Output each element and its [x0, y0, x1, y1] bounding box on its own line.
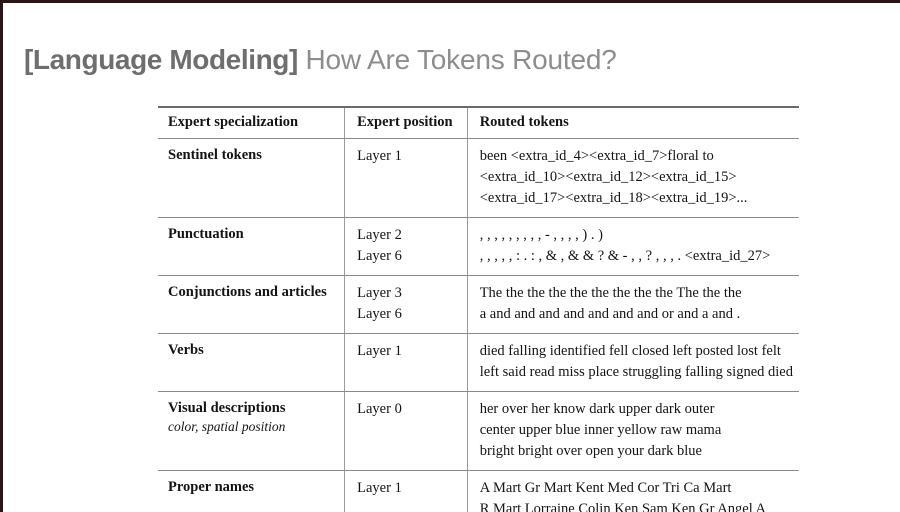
expert-position-line: Layer 1 — [357, 343, 402, 359]
routed-tokens-line: bright bright over open your dark blue — [479, 443, 702, 459]
routed-tokens-line: a and and and and and and and or and a a… — [479, 306, 741, 322]
routed-tokens-line: <extra_id_17><extra_id_18><extra_id_19>.… — [479, 190, 748, 206]
routed-tokens-line: left said read miss place struggling fal… — [479, 364, 793, 380]
routed-tokens-line: her over her know dark upper dark outer — [479, 401, 715, 417]
specialization-title: Verbs — [168, 342, 204, 358]
cell-routed-tokens: , , , , , , , , , - , , , , ) . ) , , , ,… — [466, 218, 799, 275]
horizontal-rule — [158, 275, 799, 276]
table-rule-top — [158, 106, 799, 108]
rule-cell — [158, 217, 799, 218]
table-row: Conjunctions and articles Layer 3 Layer 6 T… — [158, 276, 799, 333]
specialization-title: Sentinel tokens — [168, 147, 262, 163]
column-header-position: Expert position — [344, 108, 468, 138]
expert-position-line: Layer 6 — [357, 248, 402, 264]
cell-expert-position: Layer 2 Layer 6 — [344, 218, 468, 275]
table-rule-row — [158, 217, 799, 218]
expert-position-line: Layer 2 — [357, 227, 402, 243]
cell-expert-specialization: Visual descriptions color, spatial positi… — [158, 392, 345, 470]
routed-tokens-line: <extra_id_10><extra_id_12><extra_id_15> — [479, 169, 737, 185]
title-rest-text: How Are Tokens Routed? — [297, 44, 617, 75]
cell-expert-specialization: Verbs — [158, 334, 345, 391]
routed-tokens-table: Expert specialization Expert position Ro… — [158, 106, 799, 512]
table-rule-row — [158, 470, 799, 471]
routed-tokens-line: R Mart Lorraine Colin Ken Sam Ken Gr Ang… — [479, 501, 767, 512]
table-body: Expert specialization Expert position Ro… — [158, 106, 799, 512]
horizontal-rule — [158, 217, 799, 218]
table-row: Visual descriptions color, spatial positi… — [158, 392, 799, 470]
rule-cell — [158, 275, 799, 276]
expert-position-line: Layer 6 — [357, 306, 402, 322]
specialization-title: Proper names — [168, 479, 255, 495]
routed-tokens-line: A Mart Gr Mart Kent Med Cor Tri Ca Mart — [479, 480, 732, 496]
table-rule-row — [158, 391, 799, 392]
specialization-title: Visual descriptions — [168, 400, 286, 416]
table-row: Verbs Layer 1 died falling identified fell… — [158, 334, 799, 391]
cell-routed-tokens: her over her know dark upper dark outer c… — [466, 392, 799, 470]
cell-routed-tokens: The the the the the the the the the The … — [466, 276, 799, 333]
rule-cell — [158, 333, 799, 334]
table-row: Proper names Layer 1 A Mart Gr Mart Kent M… — [158, 471, 799, 512]
table-rule-row — [158, 333, 799, 334]
table-header-row: Expert specialization Expert position Ro… — [158, 108, 799, 138]
horizontal-rule — [158, 470, 799, 471]
cell-expert-position: Layer 1 — [344, 334, 468, 391]
cell-expert-specialization: Conjunctions and articles — [158, 276, 345, 333]
expert-position-line: Layer 1 — [357, 480, 402, 496]
column-header-specialization: Expert specialization — [168, 114, 299, 130]
specialization-title: Conjunctions and articles — [168, 284, 327, 300]
specialization-title: Punctuation — [168, 226, 244, 242]
expert-position-line: Layer 3 — [357, 285, 402, 301]
title-bracket-text: [Language Modeling] — [24, 44, 298, 75]
cell-routed-tokens: been <extra_id_4><extra_id_7>floral to <e… — [466, 139, 799, 217]
rule-cell — [158, 138, 799, 139]
cell-expert-position: Layer 1 — [344, 139, 468, 217]
cell-expert-specialization: Sentinel tokens — [158, 139, 345, 217]
expert-position-line: Layer 1 — [357, 148, 402, 164]
cell-expert-specialization: Proper names — [158, 471, 345, 512]
expert-position-line: Layer 0 — [357, 401, 402, 417]
cell-expert-position: Layer 1 — [344, 471, 468, 512]
table-row: Punctuation Layer 2 Layer 6 , , , , , , , ,… — [158, 218, 799, 275]
routed-tokens-line: , , , , , : . : , & , & & ? & - , , ? , … — [479, 248, 771, 264]
routed-tokens-line: The the the the the the the the the The … — [479, 285, 742, 301]
table-row: Sentinel tokens Layer 1 been <extra_id_4><… — [158, 139, 799, 217]
table-rule-row — [158, 275, 799, 276]
routed-tokens-line: been <extra_id_4><extra_id_7>floral to — [479, 148, 714, 164]
rule-cell — [158, 106, 799, 108]
horizontal-rule — [158, 333, 799, 334]
horizontal-rule — [158, 138, 799, 139]
table-rule-header — [158, 138, 799, 139]
specialization-subtitle: color, spatial position — [168, 419, 286, 434]
routed-tokens-line: , , , , , , , , , - , , , , ) . ) — [479, 227, 603, 243]
column-header-tokens: Routed tokens — [466, 108, 799, 138]
cell-expert-specialization: Punctuation — [158, 218, 345, 275]
horizontal-rule — [158, 106, 799, 108]
rule-cell — [158, 391, 799, 392]
rule-cell — [158, 470, 799, 471]
cell-routed-tokens: died falling identified fell closed left… — [466, 334, 799, 391]
routed-tokens-line: died falling identified fell closed left… — [479, 343, 781, 359]
page-title: [Language Modeling] How Are Tokens Route… — [24, 44, 617, 76]
horizontal-rule — [158, 391, 799, 392]
cell-expert-position: Layer 3 Layer 6 — [344, 276, 468, 333]
cell-expert-position: Layer 0 — [344, 392, 468, 470]
routed-tokens-line: center upper blue inner yellow raw mama — [479, 422, 722, 438]
